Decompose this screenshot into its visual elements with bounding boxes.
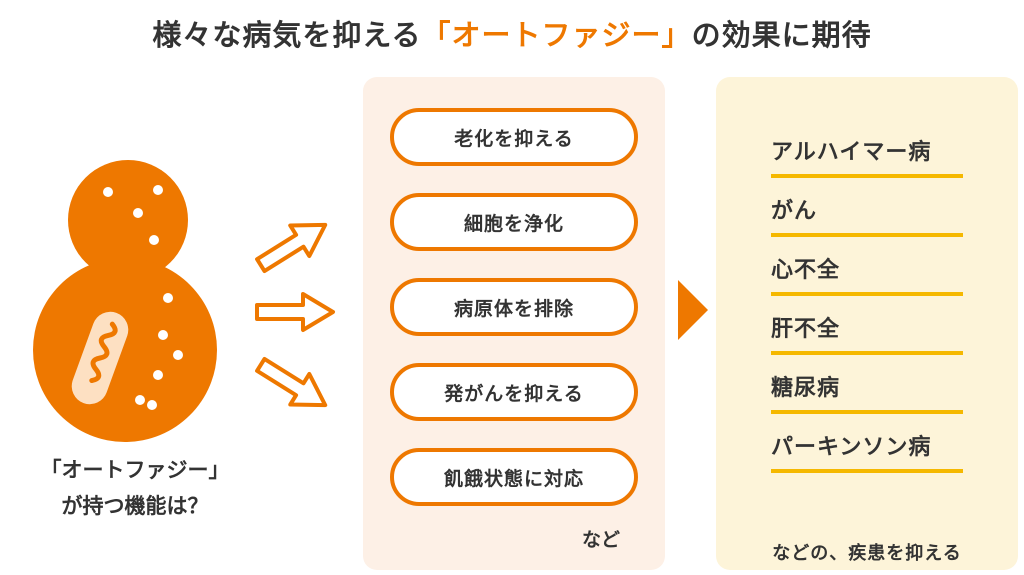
disease-list: アルハイマー病 がん 心不全 肝不全 糖尿病 パーキンソン病: [771, 126, 963, 480]
cell-illustration: [33, 160, 217, 442]
caption-line2: が持つ機能は？: [61, 494, 209, 518]
functions-more-label: など: [581, 529, 620, 551]
outline-arrow-icon: [255, 222, 328, 274]
cell-dots: [103, 185, 183, 410]
arrows-group: [255, 222, 335, 408]
caption-line1: 「オートファジー」: [40, 458, 230, 482]
title-highlight: 「オートファジー」: [421, 18, 692, 52]
title-before: 様々な病気を抑える: [152, 18, 422, 52]
caption: 「オートファジー」 が持つ機能は？: [0, 452, 270, 524]
function-item: 老化を抑える: [390, 108, 638, 166]
function-item: 細胞を浄化: [390, 193, 638, 251]
disease-item: 肝不全: [771, 303, 963, 355]
disease-item: パーキンソン病: [771, 421, 963, 473]
outline-arrow-icon: [255, 292, 335, 332]
cell-body: [33, 258, 217, 442]
triangle-arrow-icon: [678, 280, 708, 340]
disease-item: 糖尿病: [771, 362, 963, 414]
disease-item: 心不全: [771, 244, 963, 296]
disease-item: アルハイマー病: [771, 126, 963, 178]
disease-item: がん: [771, 185, 963, 237]
function-item: 病原体を排除: [390, 278, 638, 336]
diseases-footer: などの、疾患を抑える: [772, 543, 962, 564]
function-item: 発がんを抑える: [390, 363, 638, 421]
functions-panel: 老化を抑える 細胞を浄化 病原体を排除 発がんを抑える 飢餓状態に対応 など: [363, 77, 665, 570]
organelle-capsule: [71, 311, 129, 405]
diseases-panel: アルハイマー病 がん 心不全 肝不全 糖尿病 パーキンソン病 などの、疾患を抑え…: [716, 77, 1018, 570]
function-item: 飢餓状態に対応: [390, 448, 638, 506]
title-after: の効果に期待: [691, 18, 872, 52]
page-title: 様々な病気を抑える「オートファジー」の効果に期待: [0, 12, 1024, 54]
outline-arrow-icon: [255, 356, 328, 408]
function-list: 老化を抑える 細胞を浄化 病原体を排除 発がんを抑える 飢餓状態に対応: [390, 108, 638, 533]
